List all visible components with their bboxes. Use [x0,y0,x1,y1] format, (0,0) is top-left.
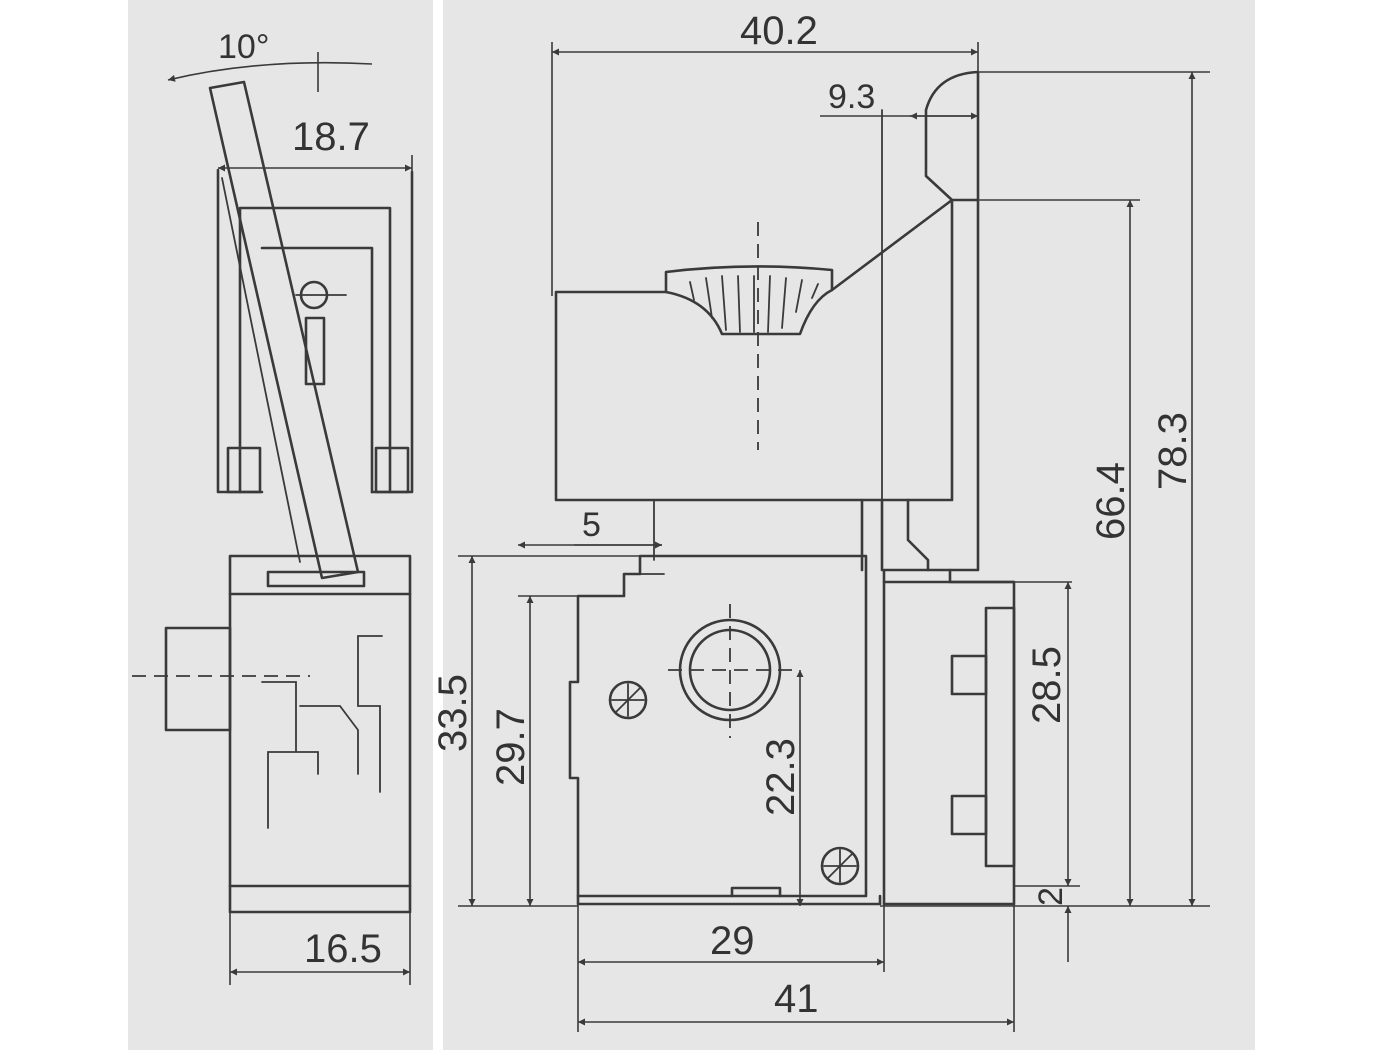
left-sheet [128,0,433,1050]
terminal-height-label: 28.5 [1025,646,1069,724]
overall-width-top-label: 40.2 [740,9,818,53]
body-height-left-label: 33.5 [431,674,475,752]
hook-offset-label: 9.3 [828,78,875,116]
angle-label: 10° [218,28,269,66]
screw-left [608,680,648,720]
width-top-label: 18.7 [292,115,370,159]
side-view: 10° 18.7 16.5 [132,28,414,985]
body-width-overall-label: 41 [774,977,819,1021]
hole-height-label: 22.3 [759,738,803,816]
trigger-head [554,198,954,502]
width-bottom-label: 16.5 [304,927,382,971]
front-view: 40.2 9.3 5 [431,9,1210,1032]
total-height-to-shoulder-label: 66.4 [1089,462,1133,540]
right-sheet [443,0,1255,1050]
internal-wiring [261,635,383,829]
trigger-grip [664,265,834,336]
body-width-inner-label: 29 [710,919,755,963]
screw-bottom [820,846,860,886]
lower-body [228,554,412,914]
base-gap-label: 2 [1032,887,1070,906]
side-lug [164,626,232,732]
step-offset-label: 5 [582,506,601,544]
trigger-hook [924,70,980,572]
inner-height-label: 29.7 [489,708,533,786]
total-height-label: 78.3 [1151,412,1195,490]
switch-body [568,554,868,898]
